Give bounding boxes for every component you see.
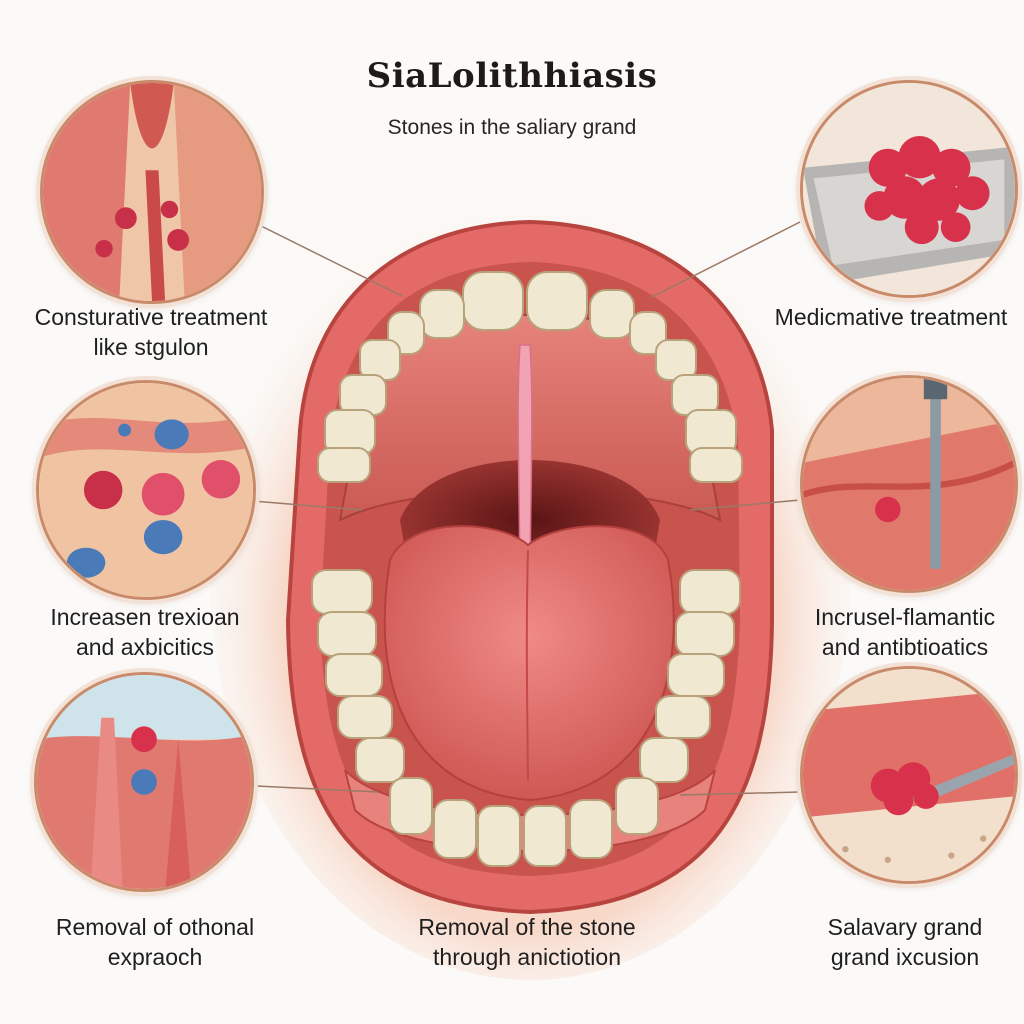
- vignette-tissue-cross-section: [34, 672, 254, 892]
- cellular-view-image: [39, 383, 253, 597]
- vignette-cellular-view: [36, 380, 256, 600]
- label-top-right: Medicmative treatment: [760, 302, 1022, 332]
- label-top-left-line1: Consturative treatment: [34, 304, 268, 330]
- label-bottom-left-line1: Removal of othonal: [55, 914, 255, 940]
- label-top-left: Consturative treatment like stgulon: [6, 302, 296, 362]
- tongue: [383, 525, 675, 802]
- gland-anatomy-image: [43, 83, 261, 301]
- stone-in-dish-image: [803, 83, 1015, 295]
- label-mid-right-line1: Incrusel-flamantic: [814, 604, 996, 630]
- vignette-needle-tissue: [800, 375, 1018, 593]
- label-mid-left: Increasen trexioan and axbicitics: [20, 602, 270, 662]
- label-bottom-right-line1: Salavary grand: [827, 914, 983, 940]
- label-bottom-right: Salavary grand grand ixcusion: [790, 912, 1020, 972]
- label-mid-left-line2: and axbicitics: [75, 634, 215, 660]
- label-bottom-center-line2: through anictiotion: [433, 944, 621, 970]
- stone-extraction-image: [803, 669, 1015, 881]
- vignette-stone-extraction: [800, 666, 1018, 884]
- diagram-subtitle: Stones in the saliary grand: [387, 116, 637, 139]
- tissue-cross-section-image: [37, 675, 251, 889]
- label-mid-right-line2: and antibtioatics: [821, 634, 989, 660]
- label-top-left-line2: like stgulon: [93, 334, 209, 360]
- tongue-midline: [525, 549, 529, 781]
- needle-tissue-image: [803, 378, 1015, 590]
- diagram-title: SiaLolithhiasis: [366, 56, 658, 96]
- label-bottom-right-line2: grand ixcusion: [830, 944, 980, 970]
- vignette-gland-anatomy: [40, 80, 264, 304]
- label-bottom-left-line2: expraoch: [107, 944, 203, 970]
- label-bottom-left: Removal of othonal expraoch: [20, 912, 290, 972]
- label-bottom-center: Removal of the stone through anictiotion: [382, 912, 672, 972]
- label-mid-left-line1: Increasen trexioan: [50, 604, 240, 630]
- upper-teeth: [317, 271, 743, 483]
- lower-teeth: [311, 569, 741, 867]
- vignette-stone-in-dish: [800, 80, 1018, 298]
- label-bottom-center-line1: Removal of the stone: [418, 914, 636, 940]
- label-mid-right: Incrusel-flamantic and antibtioatics: [790, 602, 1020, 662]
- label-top-right-line1: Medicmative treatment: [774, 304, 1008, 330]
